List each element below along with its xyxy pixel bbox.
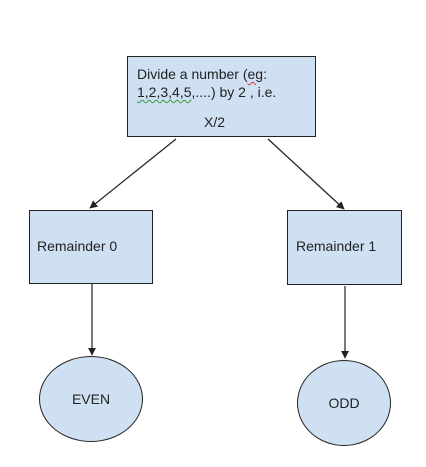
remainder-1-label: Remainder 1 — [296, 238, 377, 254]
start-box-line-2: 1,2,3,4,5,....) by 2 , i.e. — [137, 84, 276, 101]
even-ellipse: EVEN — [39, 356, 143, 442]
remainder-1-box: Remainder 1 — [287, 210, 402, 285]
start-box-line-3: X/2 — [204, 114, 226, 130]
start-line2-rest: ,....) by 2 , i.e. — [191, 84, 277, 100]
start-box-line-1: Divide a number (eg: — [137, 66, 267, 83]
even-label: EVEN — [71, 391, 111, 407]
odd-label: ODD — [328, 395, 360, 411]
remainder-0-box: Remainder 0 — [29, 210, 153, 284]
remainder-0-label: Remainder 0 — [37, 238, 118, 254]
start-box: Divide a number (eg: 1,2,3,4,5,....) by … — [127, 56, 316, 137]
arrow-start-to-remainder-1 — [267, 138, 345, 210]
start-line1-eg: eg — [247, 66, 264, 82]
start-line1-pre: Divide a number ( — [137, 66, 248, 82]
arrow-start-to-remainder-0 — [89, 138, 177, 209]
start-line2-nums: 1,2,3,4,5 — [137, 84, 192, 100]
odd-ellipse: ODD — [297, 360, 391, 446]
start-line1-post: : — [263, 66, 267, 82]
